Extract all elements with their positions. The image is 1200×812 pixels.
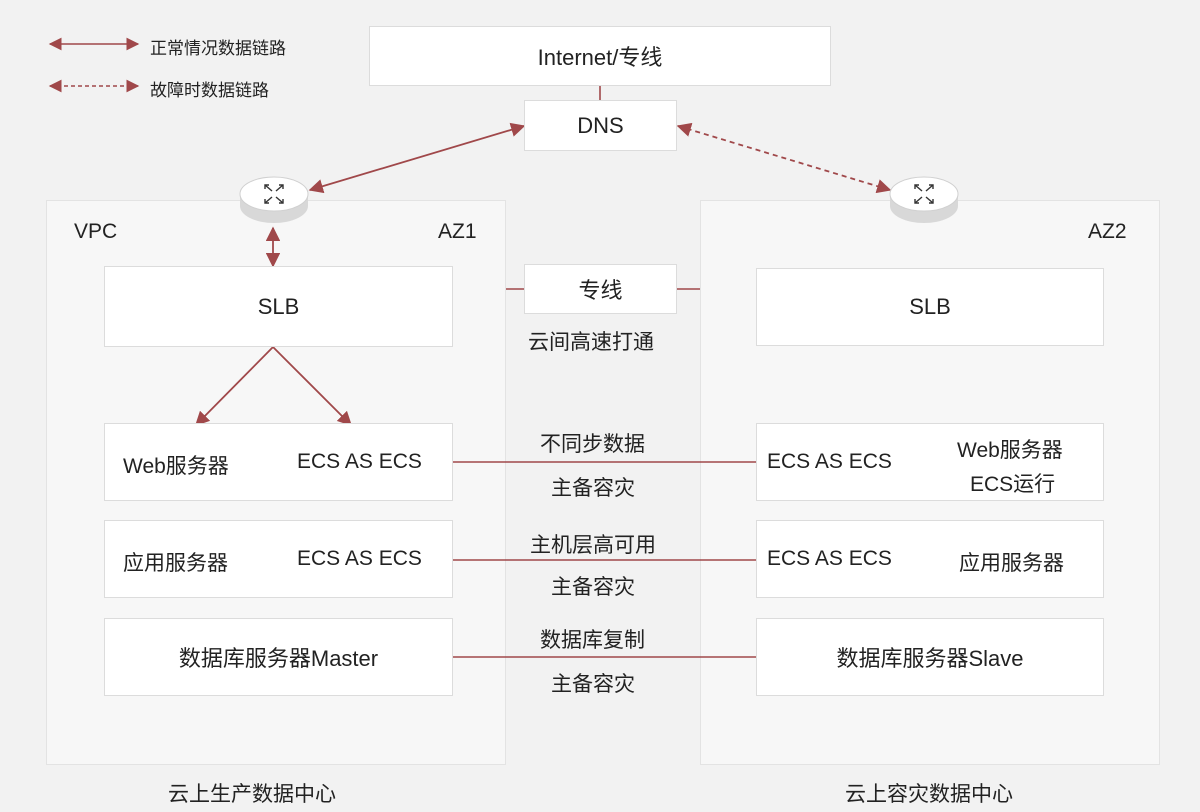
app-link-top-label: 主机层高可用 <box>530 534 656 557</box>
db-link-bottom-label: 主备容灾 <box>551 673 635 696</box>
dr-caption: 云上容灾数据中心 <box>845 783 1013 806</box>
dedicated-line-caption: 云间高速打通 <box>528 331 654 354</box>
production-caption: 云上生产数据中心 <box>168 783 336 806</box>
slb-az1-box: SLB <box>104 266 453 347</box>
app-server-az2-box: ECS AS ECS 应用服务器 <box>756 520 1104 598</box>
app-server-az1-label: 应用服务器 <box>123 552 228 575</box>
app-link-bottom-label: 主备容灾 <box>551 576 635 599</box>
dns-router-az1-link <box>308 122 526 194</box>
web-ecs-az1-label: ECS AS ECS <box>297 450 422 473</box>
db-slave-box: 数据库服务器Slave <box>756 618 1104 696</box>
vpc-label: VPC <box>74 220 118 243</box>
dedicated-line-box: 专线 <box>524 264 677 314</box>
dns-router-az2-link <box>676 122 892 194</box>
db-link-top-label: 数据库复制 <box>540 629 645 652</box>
az1-label: AZ1 <box>438 220 477 243</box>
slb-az2-box: SLB <box>756 268 1104 346</box>
web-ecs-az2-label: ECS AS ECS <box>767 450 892 473</box>
app-server-az1-box: 应用服务器 ECS AS ECS <box>104 520 453 598</box>
db-master-box: 数据库服务器Master <box>104 618 453 696</box>
web-server-az2-box: ECS AS ECS Web服务器 ECS运行 <box>756 423 1104 501</box>
legend-normal-label: 正常情况数据链路 <box>150 39 286 58</box>
web-server-az2-label: Web服务器 <box>957 439 1063 462</box>
web-link-bottom-label: 主备容灾 <box>551 477 635 500</box>
internet-box: Internet/专线 <box>369 26 831 86</box>
web-server-az1-box: Web服务器 ECS AS ECS <box>104 423 453 501</box>
web-link-top-label: 不同步数据 <box>540 433 645 456</box>
app-server-az2-label: 应用服务器 <box>959 552 1064 575</box>
app-ecs-az2-label: ECS AS ECS <box>767 547 892 570</box>
dns-box: DNS <box>524 100 677 151</box>
router-az1-icon <box>239 172 309 223</box>
router-az2-icon <box>889 172 959 223</box>
app-ecs-az1-label: ECS AS ECS <box>297 547 422 570</box>
web-server-az1-label: Web服务器 <box>123 455 229 478</box>
az2-label: AZ2 <box>1088 220 1127 243</box>
legend-failover-label: 故障时数据链路 <box>150 81 269 100</box>
web-ecs-run-az2-label: ECS运行 <box>970 473 1056 496</box>
